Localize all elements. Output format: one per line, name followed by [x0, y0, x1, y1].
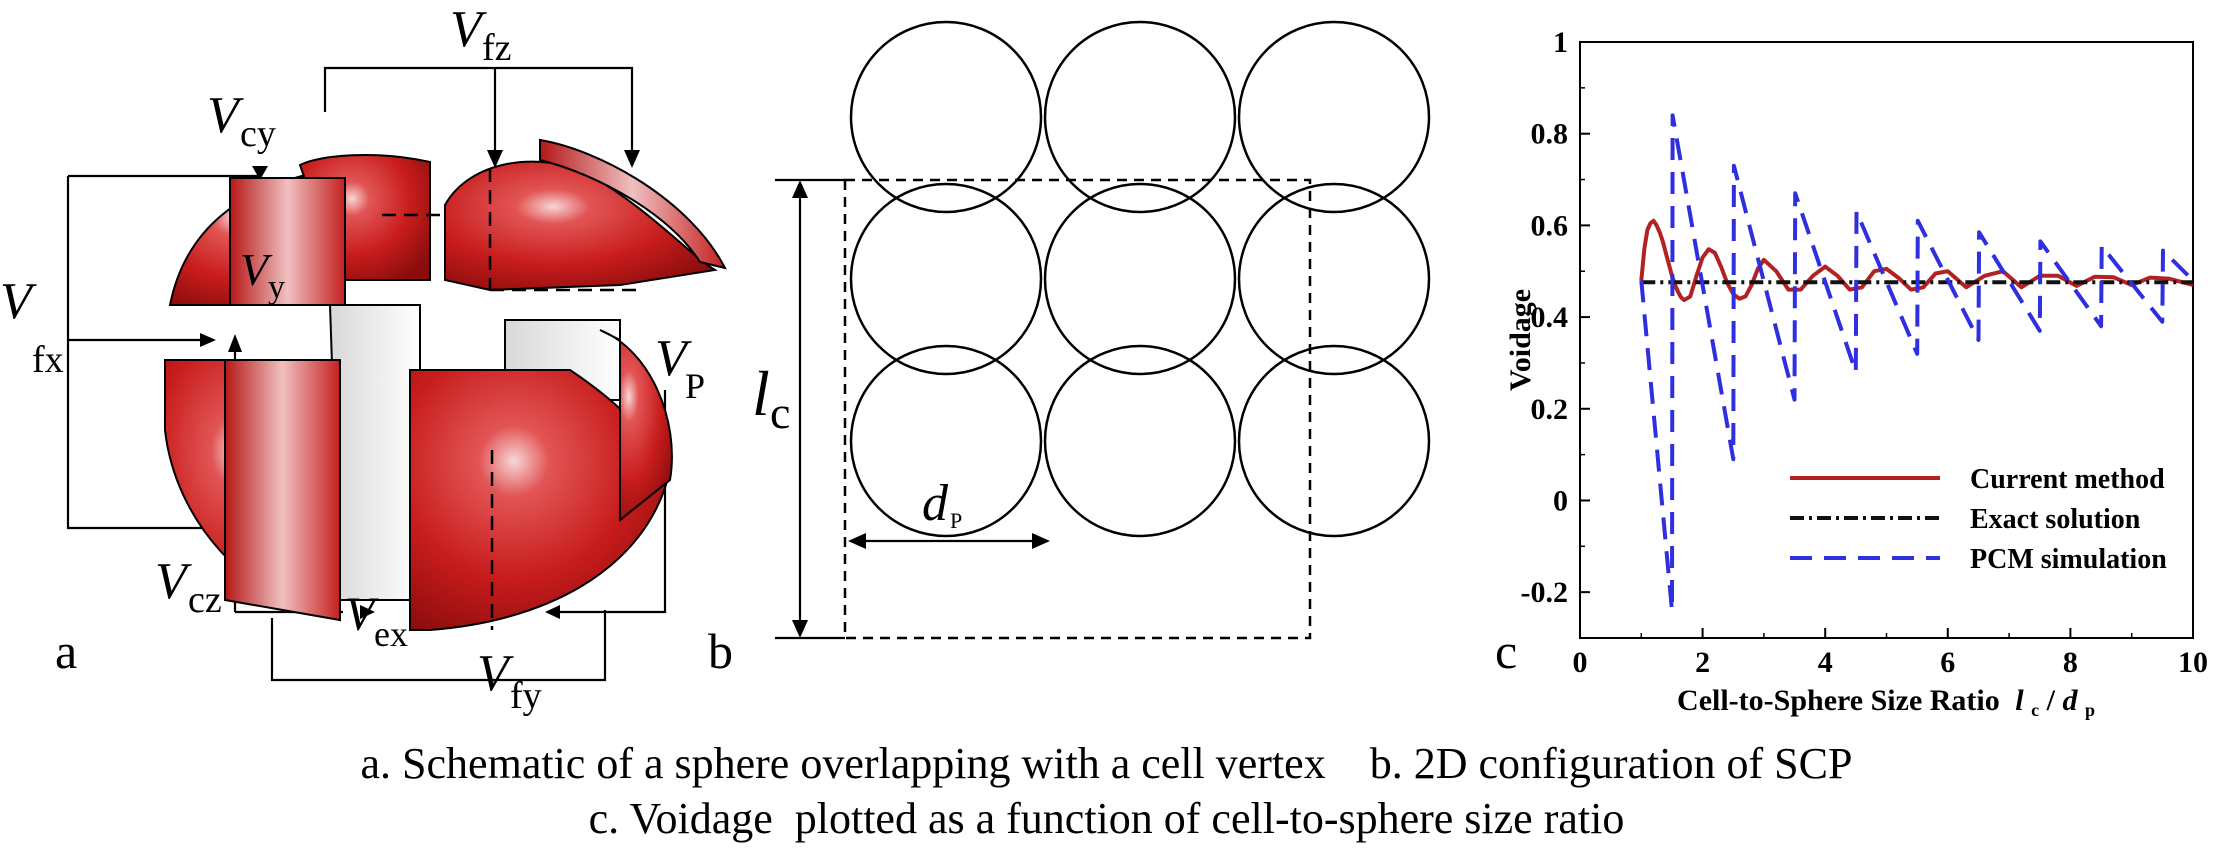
caption-line-1: a. Schematic of a sphere overlapping wit…	[360, 739, 1853, 788]
sphere-circle-r1-c3	[1237, 20, 1431, 214]
x-tick-label: 4	[1818, 646, 1833, 679]
svg-text:V: V	[450, 1, 487, 58]
y-tick-label: 1	[1553, 26, 1568, 59]
x-tick-label: 10	[2178, 646, 2208, 679]
piece-bottom-right	[409, 369, 672, 631]
y-tick-label: -0.2	[1521, 576, 1569, 609]
svg-text:cz: cz	[188, 579, 222, 621]
svg-text:c: c	[770, 387, 790, 438]
plot-area	[1579, 41, 2194, 639]
sphere-circle-r3-c2	[1043, 344, 1237, 538]
svg-text:fy: fy	[510, 675, 542, 717]
lc-arrow-bottom	[792, 620, 808, 638]
circle-grid	[849, 20, 1431, 538]
svg-text:V: V	[240, 244, 273, 295]
dp-arrow-left	[848, 533, 866, 549]
svg-text:fz: fz	[482, 27, 512, 69]
svg-text:ex: ex	[374, 614, 408, 654]
piece-right-shell	[599, 329, 673, 523]
sphere-circle-r2-c1	[849, 182, 1043, 376]
series-line-3	[1639, 113, 2195, 613]
svg-text:V: V	[207, 87, 244, 144]
piece-mid-gray-block	[328, 304, 421, 601]
legend-label-3: PCM simulation	[1970, 544, 2167, 575]
x-tick-label: 6	[1940, 646, 1955, 679]
svg-text:P: P	[950, 508, 962, 533]
svg-text:l: l	[752, 358, 770, 429]
x-axis-label: Cell-to-Sphere Size Ratio l c / d p	[1677, 684, 2095, 723]
panel-c-letter: c	[1495, 623, 1517, 679]
label-v-fy: V fy	[477, 645, 542, 717]
caption-line-2: c. Voidage plotted as a function of cell…	[588, 794, 1625, 843]
sphere-circle-r1-c1	[849, 20, 1043, 214]
svg-text:fx: fx	[32, 339, 64, 381]
panel-a-letter: a	[55, 623, 77, 679]
svg-text:V: V	[477, 645, 514, 702]
label-lc: l c	[752, 358, 790, 438]
y-tick-label: 0.6	[1531, 209, 1569, 242]
legend-label-1: Current method	[1970, 464, 2165, 495]
sphere-circle-r3-c1	[849, 344, 1043, 538]
svg-text:y: y	[268, 269, 285, 306]
sphere-circle-r2-c2	[1043, 182, 1237, 376]
sphere-circle-r2-c3	[1237, 182, 1431, 376]
label-v-cy: V cy	[207, 87, 276, 155]
x-tick-label: 2	[1695, 646, 1710, 679]
sphere-circle-r1-c2	[1043, 20, 1237, 214]
y-axis-label: Voidage	[1504, 289, 1537, 391]
dp-arrow-right	[1032, 533, 1050, 549]
svg-text:V: V	[155, 553, 192, 610]
y-tick-label: 0.4	[1531, 301, 1569, 334]
sphere-pieces	[164, 138, 727, 631]
x-axis-label-text: Cell-to-Sphere Size Ratio	[1677, 684, 2000, 717]
panel-c-voidage-chart: 0 2 4 6 8 10 -0.2 0 0.2 0.4 0.6 0.8 1 Voidage Cell-t…	[1495, 26, 2209, 723]
label-v-y: V y	[240, 244, 285, 306]
figure-canvas: V fz V cy V y V fx V P V cz V ex V fy	[0, 1, 2209, 723]
lc-arrow-top	[792, 180, 808, 198]
x-axis-label-slash: /	[2046, 684, 2056, 717]
x-tick-label: 0	[1573, 646, 1588, 679]
label-v-p: V P	[655, 330, 705, 406]
piece-top-right-shell	[539, 138, 727, 270]
svg-text:cy: cy	[240, 113, 276, 155]
legend-label-2: Exact solution	[1970, 504, 2141, 535]
panel-a-dashed-lines	[380, 168, 640, 630]
sphere-circle-r3-c3	[1237, 344, 1431, 538]
x-axis-label-var1: l	[2015, 684, 2024, 717]
panel-b-letter: b	[708, 623, 733, 679]
y-tick-label: 0.8	[1531, 118, 1569, 151]
cell-boundary-dashed	[843, 178, 1312, 640]
series-lines	[1639, 113, 2195, 613]
x-axis-label-sub1: c	[2031, 700, 2039, 720]
svg-text:V: V	[345, 588, 379, 641]
svg-text:V: V	[0, 273, 37, 330]
panel-a-sphere-schematic: V fz V cy V y V fx V P V cz V ex V fy	[0, 1, 727, 717]
piece-bottom-left-face	[224, 359, 341, 622]
svg-text:V: V	[655, 330, 692, 387]
series-line-1	[1639, 218, 2194, 303]
x-tick-label: 8	[2063, 646, 2078, 679]
label-v-cz: V cz	[155, 553, 222, 621]
svg-text:P: P	[685, 366, 705, 406]
panel-b-scp-configuration: l c d P b	[708, 20, 1431, 679]
lc-dimension-arrow	[775, 178, 845, 640]
y-tick-label: 0	[1553, 484, 1568, 517]
label-v-ex: V ex	[345, 588, 408, 654]
svg-text:d: d	[922, 475, 949, 532]
x-axis-label-sub2: p	[2085, 700, 2095, 720]
label-dp: d P	[922, 475, 962, 533]
y-tick-label: 0.2	[1531, 393, 1569, 426]
label-v-fz: V fz	[450, 1, 512, 69]
axis-ticks: 0 2 4 6 8 10 -0.2 0 0.2 0.4 0.6 0.8 1	[1521, 26, 2209, 679]
label-v-fx: V fx	[0, 273, 64, 381]
x-axis-label-var2: d	[2062, 684, 2078, 717]
